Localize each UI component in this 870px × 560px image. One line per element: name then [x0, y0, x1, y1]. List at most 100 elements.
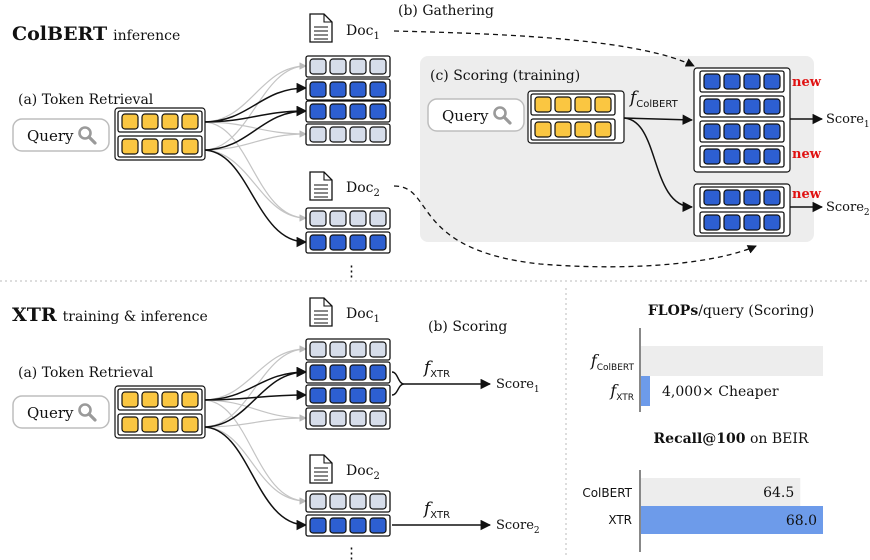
- token-embedding: [141, 416, 159, 433]
- token-embedding: [574, 96, 592, 113]
- token-embedding: [349, 58, 367, 75]
- token-embedding: [369, 126, 387, 143]
- flops-value-xtr: 4,000× Cheaper: [662, 384, 779, 400]
- token-embedding: [329, 126, 347, 143]
- xtr-ellipsis: ⋮: [344, 544, 359, 560]
- token-embedding: [723, 73, 741, 90]
- new-badge: new: [792, 147, 822, 162]
- token-embedding: [181, 113, 199, 130]
- doc-token-row: [305, 361, 391, 384]
- flops-bar-xtr: [641, 376, 650, 406]
- query-token-row: [117, 135, 203, 158]
- token-embedding: [534, 96, 552, 113]
- token-embedding: [763, 214, 781, 231]
- token-embedding: [723, 98, 741, 115]
- colbert-scoring-label: (c) Scoring (training): [430, 68, 580, 84]
- new-badge: new: [792, 187, 822, 202]
- gathered-doc-token-row: [699, 145, 785, 168]
- token-embedding: [309, 493, 327, 510]
- flops-label-colbert: fColBERT: [590, 351, 635, 373]
- recall-label-xtr: XTR: [608, 513, 632, 527]
- query-token-row: [530, 118, 616, 141]
- token-embedding: [309, 58, 327, 75]
- token-embedding: [534, 121, 552, 138]
- doc-token-row: [305, 123, 391, 146]
- token-embedding: [329, 410, 347, 427]
- token-embedding: [369, 410, 387, 427]
- doc-token-row: [305, 207, 391, 230]
- token-embedding: [763, 123, 781, 140]
- token-embedding: [743, 148, 761, 165]
- doc-token-row: [305, 384, 391, 407]
- token-embedding: [763, 189, 781, 206]
- token-embedding: [121, 416, 139, 433]
- query-token-row: [117, 413, 203, 436]
- token-embedding: [181, 138, 199, 155]
- token-embedding: [309, 103, 327, 120]
- token-embedding: [329, 210, 347, 227]
- token-embedding: [369, 81, 387, 98]
- token-embedding: [121, 391, 139, 408]
- svg-text:Query: Query: [442, 107, 489, 125]
- token-embedding: [329, 387, 347, 404]
- token-embedding: [141, 113, 159, 130]
- token-embedding: [309, 81, 327, 98]
- xtr-token-retrieval-label: (a) Token Retrieval: [18, 365, 154, 381]
- token-embedding: [723, 189, 741, 206]
- token-embedding: [763, 73, 781, 90]
- token-embedding: [161, 391, 179, 408]
- token-embedding: [161, 113, 179, 130]
- colbert-scoring-lines: [623, 113, 824, 213]
- doc-icon: [309, 13, 333, 43]
- token-embedding: [309, 364, 327, 381]
- f-colbert-label: fColBERT: [628, 88, 679, 110]
- token-embedding: [703, 189, 721, 206]
- token-embedding: [349, 364, 367, 381]
- doc-token-row: [305, 514, 391, 537]
- token-embedding: [554, 96, 572, 113]
- search-icon: [493, 106, 512, 125]
- token-embedding: [349, 341, 367, 358]
- token-embedding: [703, 123, 721, 140]
- new-badge: new: [792, 75, 822, 90]
- token-embedding: [574, 121, 592, 138]
- token-embedding: [349, 210, 367, 227]
- colbert-doc1-label: Doc1: [346, 23, 380, 42]
- token-embedding: [703, 148, 721, 165]
- doc-icon: [309, 297, 333, 327]
- token-embedding: [121, 138, 139, 155]
- token-embedding: [369, 517, 387, 534]
- flops-chart-title: FLOPs/query (Scoring): [648, 303, 814, 319]
- doc-token-row: [305, 407, 391, 430]
- svg-text:Query: Query: [27, 127, 74, 145]
- token-embedding: [329, 341, 347, 358]
- flops-bar-colbert: [641, 346, 823, 376]
- token-embedding: [763, 148, 781, 165]
- token-embedding: [349, 81, 367, 98]
- xtr-query-button[interactable]: Query: [12, 395, 110, 429]
- recall-chart-title: Recall@100 on BEIR: [654, 431, 809, 447]
- token-embedding: [349, 493, 367, 510]
- token-embedding: [369, 58, 387, 75]
- token-embedding: [309, 517, 327, 534]
- token-embedding: [329, 364, 347, 381]
- doc-icon: [309, 171, 333, 201]
- recall-value-xtr: 68.0: [786, 513, 817, 529]
- token-embedding: [369, 341, 387, 358]
- xtr-doc1-label: Doc1: [346, 306, 380, 325]
- f-xtr-label-2: fXTR: [422, 499, 450, 521]
- colbert-ellipsis: ⋮: [344, 262, 359, 280]
- token-embedding: [743, 214, 761, 231]
- token-embedding: [369, 387, 387, 404]
- token-embedding: [141, 138, 159, 155]
- colbert-doc2-label: Doc2: [346, 180, 380, 199]
- colbert-query-button[interactable]: Query: [12, 118, 110, 152]
- token-embedding: [181, 391, 199, 408]
- query-token-row: [530, 93, 616, 116]
- token-embedding: [329, 493, 347, 510]
- token-embedding: [121, 113, 139, 130]
- token-embedding: [329, 58, 347, 75]
- colbert-panel-query-button[interactable]: Query: [427, 98, 525, 132]
- gathered-doc-token-row: [699, 186, 785, 209]
